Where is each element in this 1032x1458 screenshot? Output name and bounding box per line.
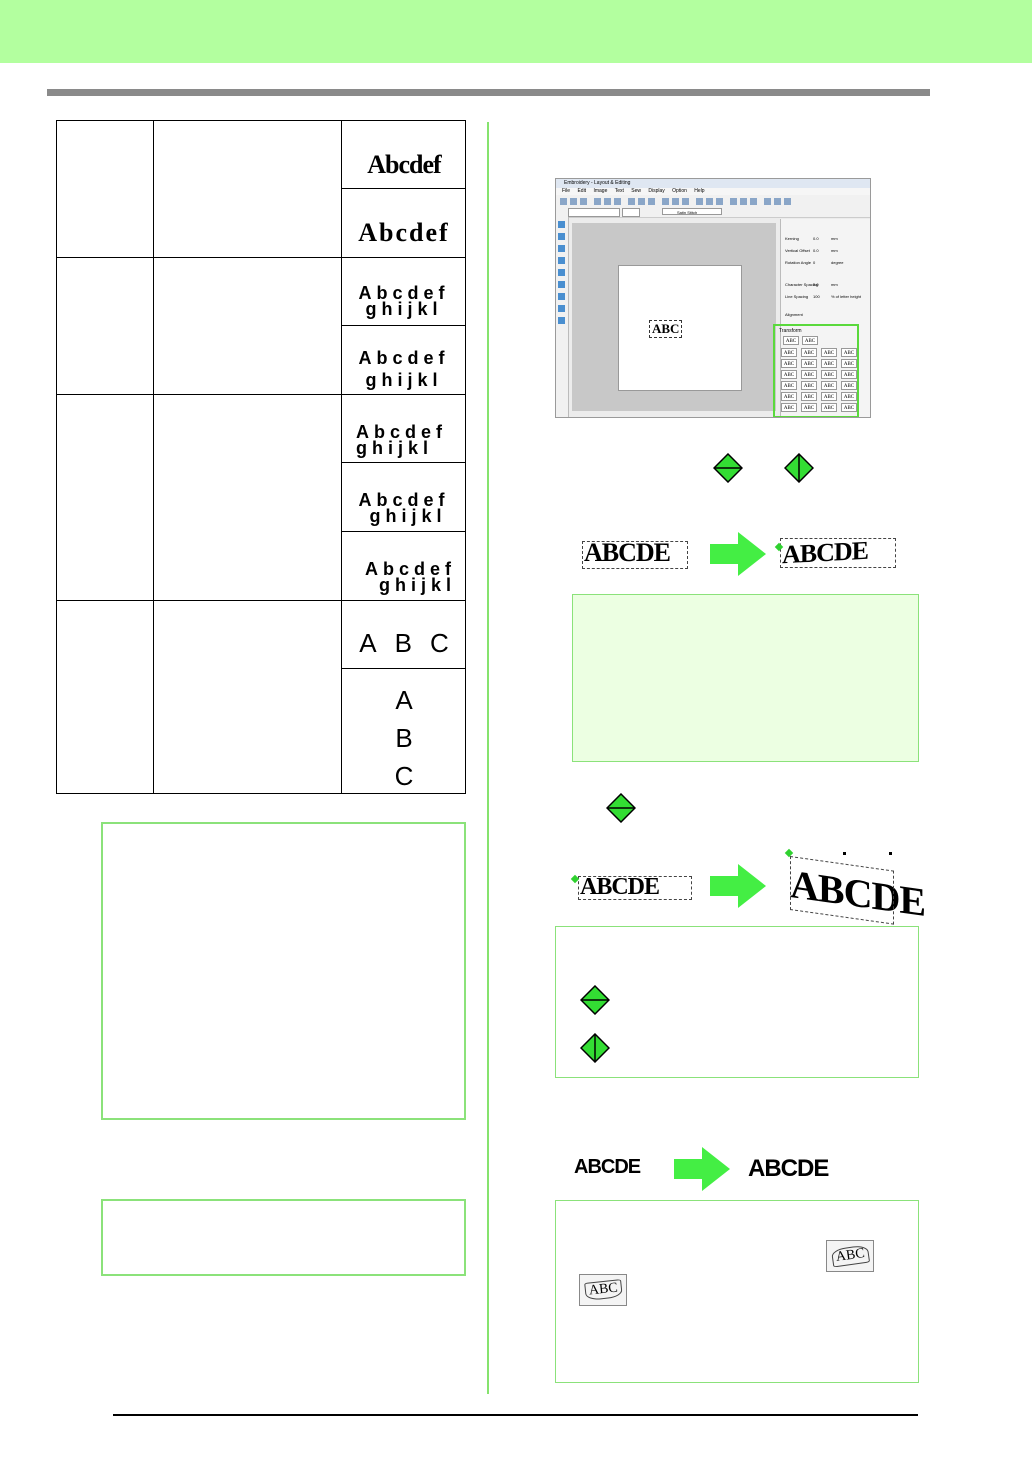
tool-palette xyxy=(556,217,569,417)
selection-handle xyxy=(843,852,846,855)
transform-option-button[interactable]: ABC xyxy=(841,392,857,401)
transform-button-icon: ABC xyxy=(826,1240,874,1272)
sample-text: Abcdef xyxy=(367,150,441,179)
sample-divider xyxy=(341,531,465,532)
transform-option-button[interactable]: ABC xyxy=(841,359,857,368)
transform-option-button[interactable]: ABC xyxy=(801,359,817,368)
transform-option-button[interactable]: ABC xyxy=(821,348,837,357)
transform-button-icon: ABC xyxy=(579,1274,627,1306)
transform-option-button[interactable]: ABC xyxy=(781,392,797,401)
stitch-select[interactable]: Satin Stitch xyxy=(662,208,722,215)
note-box xyxy=(555,926,919,1078)
table-row-divider xyxy=(57,257,465,258)
window-title: Embroidery - Layout & Editing xyxy=(556,179,870,188)
footer-rule xyxy=(113,1414,918,1416)
transform-option-button[interactable]: ABC xyxy=(801,381,817,390)
design-canvas[interactable]: ABC xyxy=(572,223,776,411)
diamond-horizontal-icon xyxy=(580,985,610,1015)
green-arrow-icon xyxy=(674,1147,730,1191)
column-divider xyxy=(487,122,489,1394)
transform-option-button[interactable]: ABC xyxy=(781,348,797,357)
transform-option-button[interactable]: ABC xyxy=(801,403,817,412)
sample-text: Abcdef ghijkl xyxy=(358,348,450,390)
transform-option-button[interactable]: ABC xyxy=(841,348,857,357)
selection-box xyxy=(578,876,692,900)
sample-text: Abcdef xyxy=(358,218,450,247)
example-word-before: ABCDE xyxy=(584,538,671,567)
font-toolbar: Satin Stitch xyxy=(556,207,870,218)
transform-option-button[interactable]: ABC xyxy=(821,359,837,368)
diamond-horizontal-icon xyxy=(606,793,636,823)
small-caps-word-before: ABCDE xyxy=(574,1156,641,1178)
panel-labels: Kerning Vertical Offset Rotation Angle C… xyxy=(785,236,819,317)
sample-divider xyxy=(341,668,465,669)
selection-box xyxy=(780,538,896,568)
example-word-before: ABCDE xyxy=(580,874,660,900)
sample-text: Abcdef ghijkl xyxy=(364,559,456,595)
transform-option-button[interactable]: ABC xyxy=(801,392,817,401)
transform-option-button[interactable]: ABC xyxy=(841,403,857,412)
note-box xyxy=(101,1199,466,1276)
sample-text: A B C xyxy=(394,685,414,791)
transform-option-button[interactable]: ABC xyxy=(821,370,837,379)
transform-option-button[interactable]: ABC xyxy=(821,403,837,412)
text-attribute-table: Abcdef Abcdef Abcdef ghijkl Abcdef ghijk… xyxy=(56,120,466,794)
transform-highlight: Transform ABC ABC ABC ABC ABC ABC ABC ABC ABC ABC… xyxy=(773,324,859,417)
transform-option-button[interactable]: ABC xyxy=(783,336,799,345)
transform-option-button[interactable]: ABC xyxy=(781,370,797,379)
design-page: ABC xyxy=(618,265,742,391)
font-select[interactable] xyxy=(568,208,620,217)
transform-option-button[interactable]: ABC xyxy=(781,359,797,368)
header-rule xyxy=(47,89,930,96)
diamond-vertical-icon xyxy=(580,1033,610,1063)
sample-text: Abcdef ghijkl xyxy=(358,283,450,319)
transform-option-button[interactable]: ABC xyxy=(781,381,797,390)
table-col-divider xyxy=(153,121,154,793)
note-box xyxy=(572,594,919,762)
toolbar-icons xyxy=(560,198,791,205)
transform-option-button[interactable]: ABC xyxy=(821,392,837,401)
table-row-divider xyxy=(57,394,465,395)
selection-box xyxy=(582,541,688,569)
transform-option-button[interactable]: ABC xyxy=(841,370,857,379)
menu-bar: File Edit Image Text Sew Display Option … xyxy=(556,188,870,195)
table-row-divider xyxy=(57,600,465,601)
sample-divider xyxy=(341,462,465,463)
size-select[interactable] xyxy=(622,208,640,217)
diamond-vertical-icon xyxy=(784,453,814,483)
sample-divider xyxy=(341,188,465,189)
green-arrow-icon xyxy=(710,864,766,908)
transform-option-button[interactable]: ABC xyxy=(802,336,818,345)
transform-checkbox-label[interactable]: Transform xyxy=(779,328,802,334)
transform-option-button[interactable]: ABC xyxy=(801,348,817,357)
selection-box xyxy=(790,856,894,925)
sample-text: A B C xyxy=(359,627,449,658)
table-col-divider xyxy=(341,121,342,793)
application-screenshot: Embroidery - Layout & Editing File Edit … xyxy=(555,178,871,418)
canvas-text[interactable]: ABC xyxy=(649,320,683,338)
sample-text: Abcdef ghijkl xyxy=(358,490,450,526)
panel-units: mm mm degree mm % of letter height xyxy=(831,236,862,299)
header-band xyxy=(0,0,1032,63)
diamond-horizontal-icon xyxy=(713,453,743,483)
tool-icons xyxy=(558,221,565,324)
note-box xyxy=(101,822,466,1120)
sample-text: Abcdef ghijkl xyxy=(356,422,448,458)
transform-option-button[interactable]: ABC xyxy=(801,370,817,379)
transform-option-button[interactable]: ABC xyxy=(781,403,797,412)
small-caps-word-after: ABCDE xyxy=(748,1155,829,1182)
transform-option-button[interactable]: ABC xyxy=(821,381,837,390)
sample-divider xyxy=(341,325,465,326)
panel-values: 0.0 0.0 0 0.0 100 xyxy=(813,236,820,299)
selection-handle xyxy=(889,852,892,855)
green-arrow-icon xyxy=(710,532,766,576)
transform-option-button[interactable]: ABC xyxy=(841,381,857,390)
